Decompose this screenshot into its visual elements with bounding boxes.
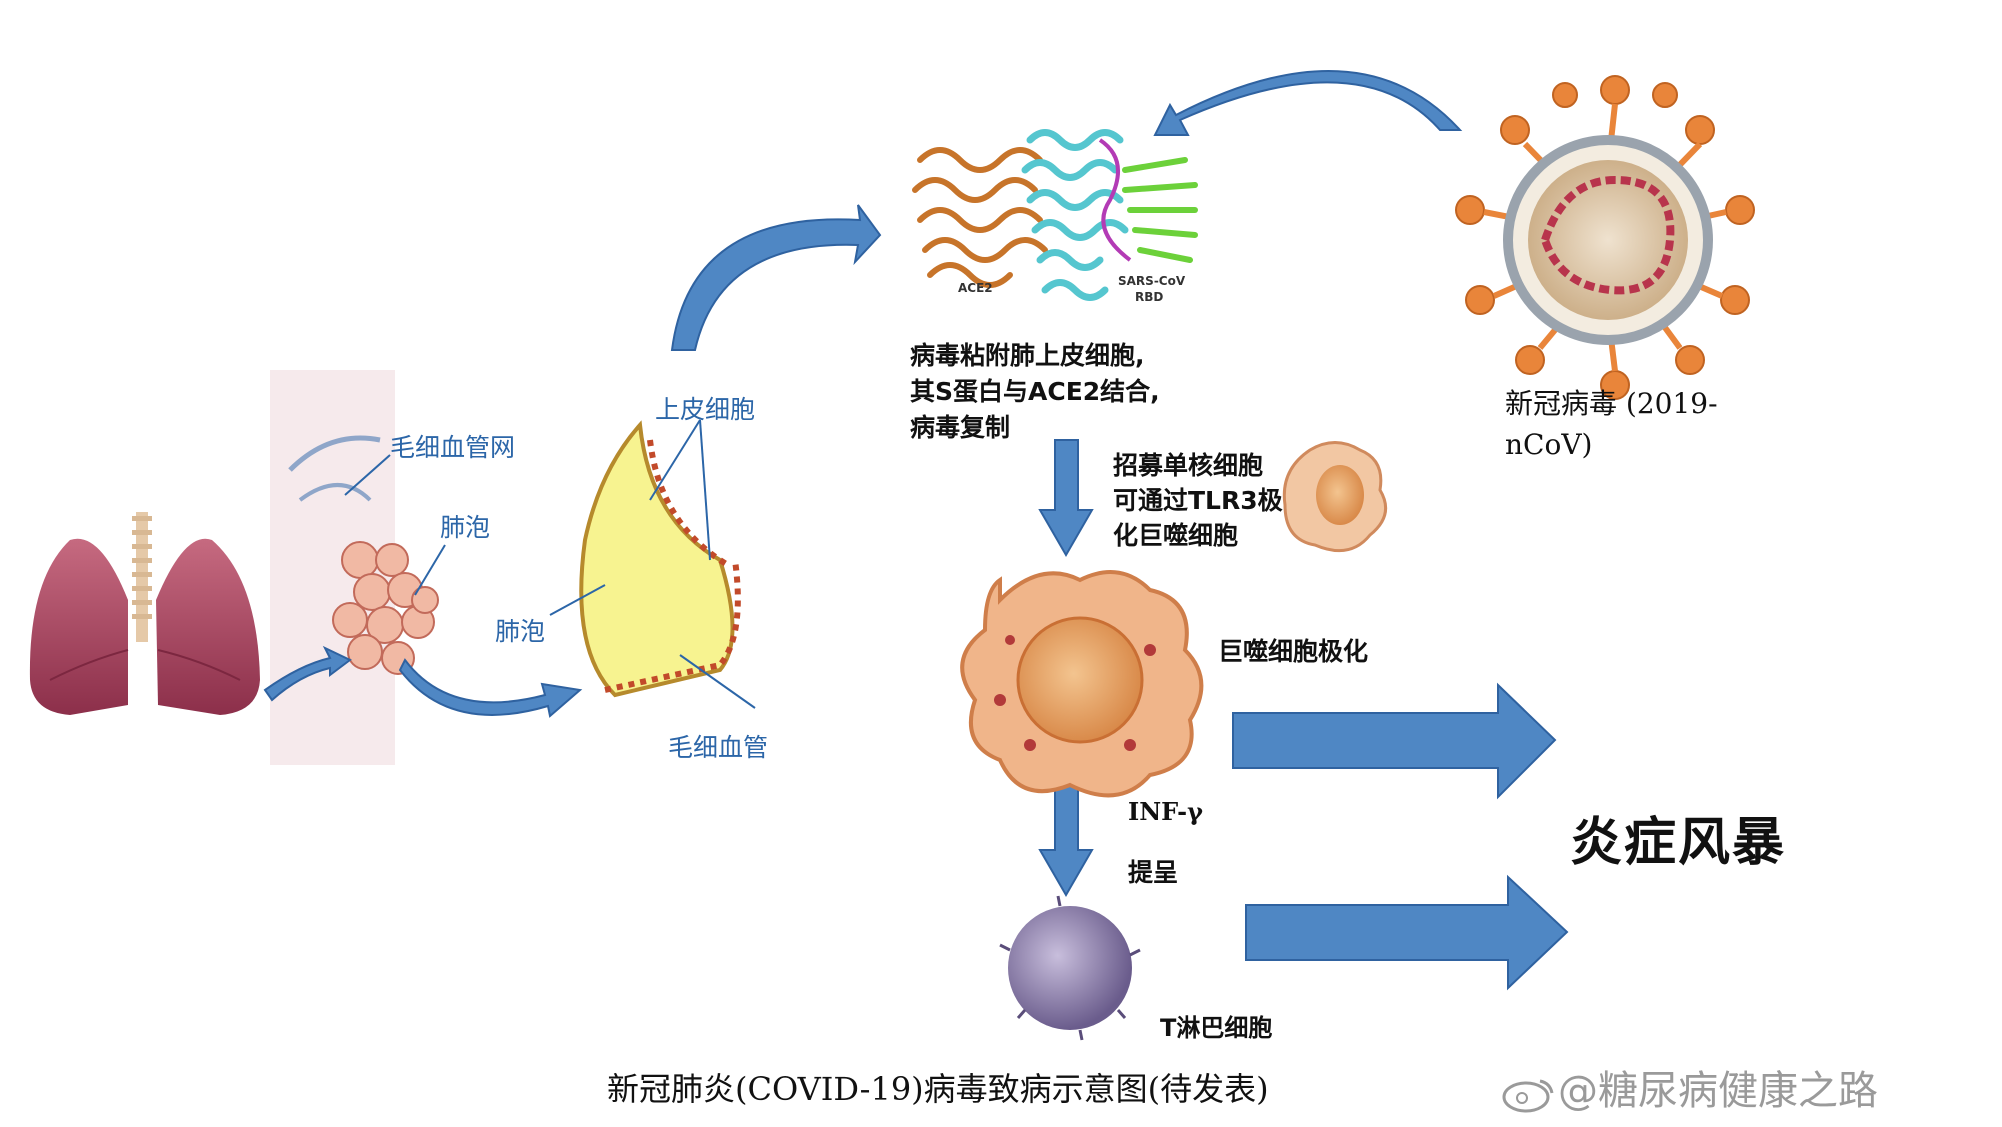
macrophage-illustration <box>960 570 1204 798</box>
weibo-logo-icon <box>1500 1073 1558 1113</box>
label-recruit-line3: 化巨噬细胞 <box>1113 521 1239 550</box>
label-capillary-network: 毛细血管网 <box>390 433 516 462</box>
label-recruit-line1: 招募单核细胞 <box>1113 451 1264 480</box>
label-virus-step-line1: 病毒粘附肺上皮细胞, <box>910 341 1145 370</box>
label-virus-step-line3: 病毒复制 <box>910 413 1011 442</box>
lungs-illustration <box>29 512 260 715</box>
label-alveolus-2: 肺泡 <box>495 617 546 646</box>
watermark: @糖尿病健康之路 <box>1500 1058 1878 1116</box>
label-ace2: ACE2 <box>958 281 993 295</box>
monocyte-illustration <box>1282 441 1388 553</box>
label-capillary: 毛细血管 <box>668 733 769 762</box>
label-virus-step-line2: 其S蛋白与ACE2结合, <box>910 377 1160 406</box>
label-virus-name-line2: nCoV) <box>1505 428 1593 461</box>
label-epithelial-cell: 上皮细胞 <box>655 395 756 424</box>
coronavirus-illustration <box>1455 75 1755 400</box>
down-arrows <box>1038 439 1094 897</box>
label-alveolus-1: 肺泡 <box>440 513 491 542</box>
t-lymphocyte-illustration <box>999 895 1141 1041</box>
label-inf-gamma: INF-γ <box>1128 797 1203 826</box>
label-rbd: RBD <box>1135 290 1164 304</box>
storm-arrows <box>1232 682 1569 991</box>
flow-arrows <box>263 69 1463 718</box>
watermark-text: @糖尿病健康之路 <box>1558 1068 1878 1114</box>
alveolus-sac-illustration <box>579 420 741 698</box>
label-present: 提呈 <box>1128 858 1179 887</box>
label-cytokine-storm: 炎症风暴 <box>1570 813 1787 873</box>
label-virus-name-line1: 新冠病毒 (2019- <box>1505 387 1718 420</box>
label-macrophage-polarization: 巨噬细胞极化 <box>1218 637 1369 666</box>
label-pointer-lines <box>344 419 756 709</box>
ace2-rbd-protein-structure <box>912 129 1198 301</box>
alveoli-cluster-illustration <box>270 370 439 765</box>
label-sars-cov: SARS-CoV <box>1118 274 1186 288</box>
figure-caption: 新冠肺炎(COVID-19)病毒致病示意图(待发表) <box>607 1070 1269 1108</box>
label-t-lymphocyte: T淋巴细胞 <box>1160 1014 1273 1042</box>
label-recruit-line2: 可通过TLR3极 <box>1113 486 1283 515</box>
